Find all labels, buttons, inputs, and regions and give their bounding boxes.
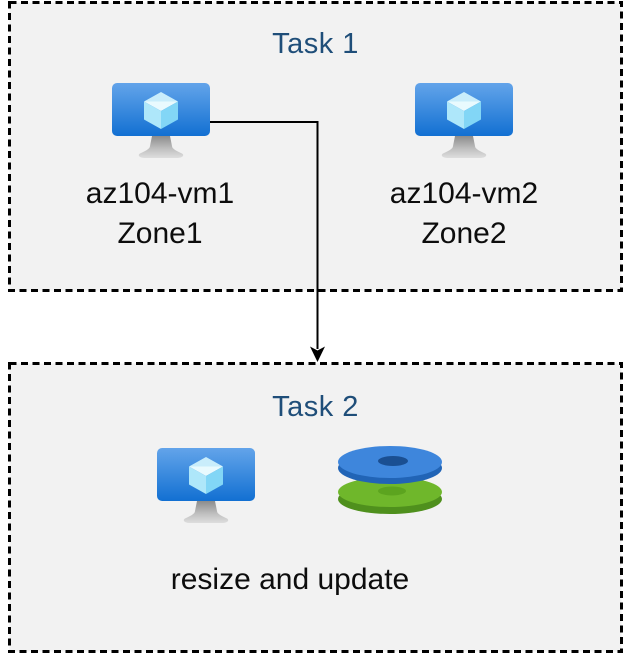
vm2-label: az104-vm2 Zone2 bbox=[356, 174, 572, 254]
task2-box bbox=[8, 362, 623, 653]
vm2-name: az104-vm2 bbox=[389, 177, 539, 210]
connector-arrow bbox=[210, 121, 325, 362]
vm2-zone: Zone2 bbox=[421, 217, 507, 250]
vm1-zone: Zone1 bbox=[117, 217, 203, 250]
task1-title: Task 1 bbox=[272, 28, 359, 60]
task1-box bbox=[8, 1, 623, 292]
vm1-label: az104-vm1 Zone1 bbox=[52, 174, 268, 254]
task2-title: Task 2 bbox=[272, 391, 359, 423]
vm1-name: az104-vm1 bbox=[85, 177, 235, 210]
task2-caption: resize and update bbox=[170, 563, 410, 596]
